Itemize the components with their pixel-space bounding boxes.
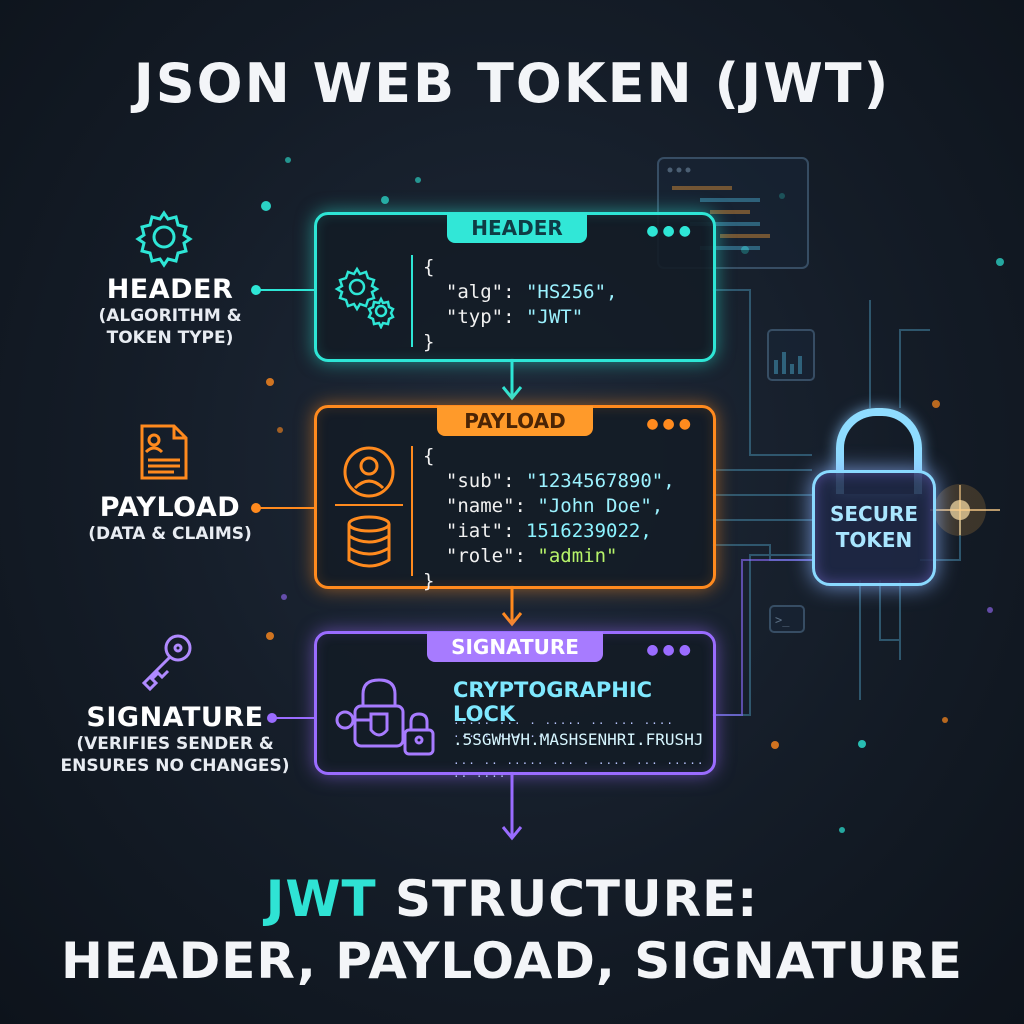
signature-side-label: SIGNATURE (VERIFIES SENDER & ENSURES NO … [40,702,310,777]
alg-key: "alg": [445,281,526,303]
lock-key-shield-icon [335,678,435,756]
alg-value: "HS256", [525,281,618,303]
secure-token-lock: SECURE TOKEN [812,470,936,586]
iat-key: "iat": [445,520,526,542]
document-icon [140,424,188,480]
key-icon [141,634,192,692]
header-json: { "alg": "HS256", "typ": "JWT" } [423,255,617,355]
payload-card: PAYLOAD ●●● { "sub": "1234567890", "name… [314,405,716,592]
icon-separator [335,504,403,506]
gear-icon [135,210,193,268]
lock-shackle-icon [836,408,922,494]
payload-divider [411,446,413,576]
name-value: "John Doe", [537,495,664,517]
brace-open: { [423,445,435,467]
window-dots-icon: ●●● [646,223,695,239]
crypto-lock-title: CRYPTOGRAPHIC LOCK [453,678,653,726]
role-key: "role": [445,545,538,567]
header-divider [411,255,413,347]
iat-value: 1516239022, [525,520,652,542]
typ-key: "typ": [445,306,526,328]
name-key: "name": [445,495,538,517]
header-label-title: HEADER [106,274,234,305]
crypto-bits-top: ..... ... . ..... .. ... .... ..... ... … [453,714,675,740]
bottom-title-rest: STRUCTURE: [376,870,759,928]
sub-value: "1234567890", [525,470,675,492]
signature-label-sub1: (VERIFIES SENDER & [76,734,274,754]
brace-close: } [423,331,435,353]
payload-label-sub1: (DATA & CLAIMS) [88,524,252,544]
bottom-title-line2: HEADER, PAYLOAD, SIGNATURE [61,932,963,990]
signature-card: SIGNATURE ●●● CRYPTOGRAPHIC LOCK ..... .… [314,631,716,780]
window-dots-icon: ●●● [646,416,695,432]
signature-label-sub2: ENSURES NO CHANGES) [60,756,290,776]
crypto-bits-bottom: ... .. ..... ... . .... ... ..... .. ...… [453,754,705,780]
typ-value: "JWT" [525,306,584,328]
header-label-sub2: TOKEN TYPE) [106,328,234,348]
database-icon [347,515,391,568]
signature-label-title: SIGNATURE [86,702,264,733]
brace-open: { [423,256,435,278]
header-card: HEADER ●●● { "alg": "HS256", "typ": "JWT… [314,212,716,362]
header-label-sub1: (ALGORITHM & [98,306,242,326]
sub-key: "sub": [445,470,526,492]
header-side-label: HEADER (ALGORITHM & TOKEN TYPE) [80,274,260,349]
brace-close: } [423,570,435,592]
bottom-title-accent: JWT [265,870,377,928]
label-connectors [251,285,314,723]
signature-tab: SIGNATURE [427,632,603,662]
lock-line2: TOKEN [835,528,913,552]
flow-arrows [501,358,523,841]
lock-line1: SECURE [829,502,919,526]
payload-json: { "sub": "1234567890", "name": "John Doe… [423,444,675,594]
window-dots-icon: ●●● [646,642,695,658]
bottom-title-line1: JWT STRUCTURE: [0,868,1024,930]
user-icon [343,446,395,498]
payload-label-title: PAYLOAD [99,492,241,523]
header-tab: HEADER [447,213,587,243]
bottom-title: JWT STRUCTURE: HEADER, PAYLOAD, SIGNATUR… [0,868,1024,992]
role-value: "admin" [537,545,618,567]
svg-text:>_: >_ [775,613,790,627]
gears-icon [334,266,395,329]
payload-side-label: PAYLOAD (DATA & CLAIMS) [60,492,280,545]
sparkle-glow [930,484,1000,536]
signature-circuit [712,559,815,716]
main-title: JSON WEB TOKEN (JWT) [133,52,891,115]
payload-tab: PAYLOAD [437,406,593,436]
crypto-hash: .5SGWH∀H.MASHSENHRI.FRUSHJ [453,730,704,749]
